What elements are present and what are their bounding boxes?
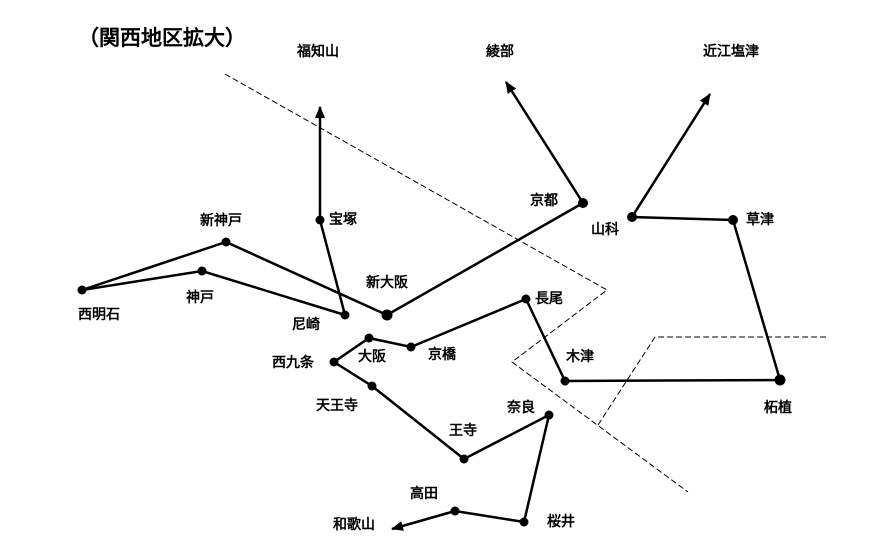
- station-dot-nagao: [521, 294, 531, 304]
- station-dot-nishi-akashi: [77, 285, 87, 295]
- label-kyoto: 京都: [530, 193, 558, 209]
- station-dot-shin-osaka: [381, 309, 393, 321]
- station-dot-kobe: [197, 266, 207, 276]
- map-title: （関西地区拡大）: [78, 26, 246, 50]
- line-omi-shiotsu-arrow: [630, 93, 712, 218]
- label-nishi-akashi: 西明石: [78, 307, 120, 323]
- label-tsuge: 柘植: [764, 400, 792, 416]
- line-shinkansen: [81, 201, 584, 317]
- station-dot-kyobashi: [406, 342, 416, 352]
- boundary-line-north: [224, 73, 689, 493]
- label-oji: 王寺: [449, 423, 477, 439]
- station-dot-nara: [544, 410, 554, 420]
- station-dot-oji: [459, 454, 469, 464]
- label-tennoji: 天王寺: [316, 398, 358, 414]
- label-shin-kobe: 新神戸: [200, 213, 242, 229]
- label-kizu: 木津: [566, 349, 594, 365]
- label-shin-osaka: 新大阪: [366, 275, 408, 291]
- station-dot-takada: [450, 506, 460, 516]
- station-dot-nishikujo: [329, 357, 339, 367]
- label-wakayama: 和歌山: [333, 517, 375, 533]
- line-kusatsu-tsuge-kizu: [524, 215, 782, 383]
- station-dot-tennoji: [367, 381, 377, 391]
- label-nishikujo: 西九条: [272, 355, 314, 371]
- line-ayabe-arrow: [504, 81, 585, 204]
- label-takarazuka: 宝塚: [329, 212, 357, 228]
- label-amagasaki: 尼崎: [292, 317, 320, 333]
- label-fukuchiyama: 福知山: [297, 44, 339, 60]
- line-wakayama-arrow: [391, 509, 456, 531]
- station-dot-kyoto: [578, 198, 588, 208]
- station-dot-kusatsu: [728, 215, 738, 225]
- label-osaka: 大阪: [358, 349, 386, 365]
- station-dot-amagasaki: [340, 310, 350, 320]
- station-dot-tsuge: [774, 374, 786, 386]
- label-takada: 高田: [410, 486, 438, 502]
- station-dot-takarazuka: [315, 215, 325, 225]
- label-nara: 奈良: [507, 400, 535, 416]
- label-nagao: 長尾: [535, 291, 563, 307]
- label-sakurai: 桜井: [547, 514, 575, 530]
- label-yamashina: 山科: [591, 222, 619, 238]
- label-kobe: 神戸: [186, 290, 214, 306]
- label-kyobashi: 京橋: [428, 347, 456, 363]
- label-kusatsu: 草津: [746, 212, 774, 228]
- label-omi-shiotsu: 近江塩津: [703, 44, 759, 60]
- station-dot-osaka: [364, 333, 374, 343]
- boundary-line-east: [597, 336, 826, 426]
- station-dot-shin-kobe: [221, 237, 231, 247]
- label-ayabe: 綾部: [486, 44, 514, 60]
- station-dot-kizu: [560, 376, 570, 386]
- line-takarazuka-amagasaki: [318, 219, 347, 316]
- station-dot-yamashina: [627, 212, 637, 222]
- station-dot-sakurai: [519, 517, 529, 527]
